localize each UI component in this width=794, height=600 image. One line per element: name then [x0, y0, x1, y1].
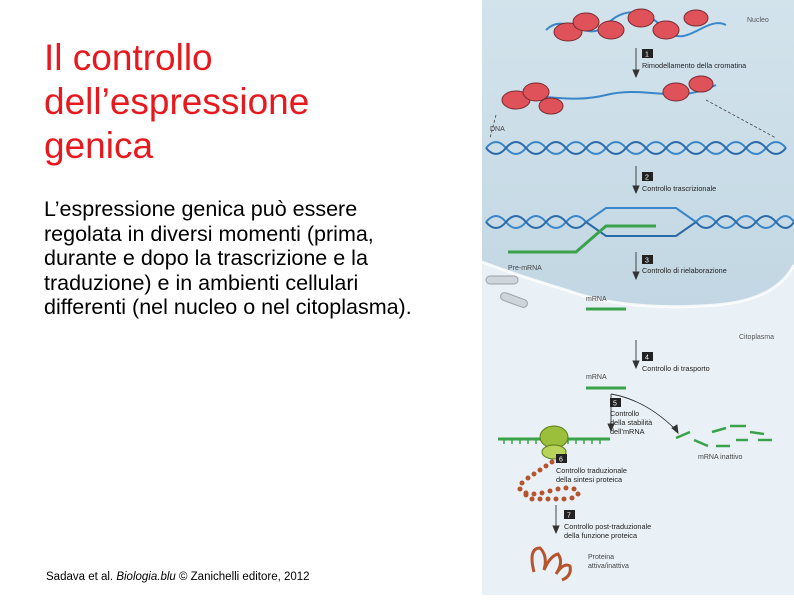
mrna-degraded-fragments — [675, 424, 772, 448]
step-1-label: Rimodellamento della cromatina — [642, 61, 747, 70]
intron-fragment-2 — [500, 292, 528, 308]
step-6-badge — [556, 454, 567, 463]
title-line-3: genica — [44, 125, 154, 166]
protein-label-line-2: attiva/inattiva — [588, 563, 629, 570]
step-5: 5 Controllo della stabilità dell’mRNA — [610, 398, 653, 436]
flow-arrows — [552, 48, 679, 535]
step-5-number: 5 — [613, 401, 617, 408]
step-2: 2 Controllo trascrizionale — [642, 172, 716, 193]
step-4-badge — [642, 352, 653, 361]
step-6: 6 Controllo traduzionale della sintesi p… — [556, 454, 627, 484]
step-1-badge — [642, 49, 653, 58]
zoom-line-right — [705, 99, 777, 139]
mrna-ticks — [503, 439, 601, 444]
step-3-number: 3 — [645, 258, 649, 265]
zoom-line-left — [489, 114, 497, 139]
slide-body-text: L’espressione genica può essere regolata… — [44, 197, 412, 319]
step-5-label-line-1: Controllo — [610, 409, 639, 418]
step-5-label-line-2: della stabilità — [610, 418, 653, 427]
slide-credit: Sadava et al. Biologia.blu © Zanichelli … — [46, 571, 310, 583]
step-7: 7 Controllo post-traduzionale della funz… — [564, 510, 651, 540]
step-6-label-line-1: Controllo traduzionale — [556, 466, 627, 475]
step-1-number: 1 — [645, 52, 649, 59]
step-2-number: 2 — [645, 175, 649, 182]
step-7-label-line-1: Controllo post-traduzionale — [564, 522, 651, 531]
credit-authors: Sadava et al. — [46, 571, 117, 583]
step-5-label-line-3: dell’mRNA — [610, 427, 645, 436]
dna-label: DNA — [490, 126, 505, 133]
step-7-badge — [564, 510, 575, 519]
step-4: 4 Controllo di trasporto — [642, 352, 710, 373]
step-7-label-line-2: della funzione proteica — [564, 531, 638, 540]
step-3-label: Controllo di rielaborazione — [642, 266, 727, 275]
nuclear-envelope — [481, 260, 794, 309]
title-line-2: dell’espressione — [44, 81, 310, 122]
credit-publisher: © Zanichelli editore, 2012 — [175, 571, 310, 583]
step-2-label: Controllo trascrizionale — [642, 184, 716, 193]
step-6-number: 6 — [559, 457, 563, 464]
folded-protein — [530, 546, 572, 582]
slide-title: Il controllo dell’espressione genica — [44, 36, 444, 168]
polypeptide-chain — [517, 459, 581, 502]
step-4-label: Controllo di trasporto — [642, 364, 710, 373]
intron-fragment-1 — [485, 275, 519, 285]
chromatin-strand-remodeled — [501, 75, 717, 115]
cytoplasm-label: Citoplasma — [739, 334, 774, 341]
credit-book-title: Biologia.blu — [116, 571, 176, 583]
pre-mrna-label: Pre-mRNA — [508, 265, 542, 272]
pre-mrna-strand — [508, 224, 656, 254]
inactive-mrna-label: mRNA inattivo — [698, 454, 742, 461]
step-2-badge — [642, 172, 653, 181]
chromatin-strand-top — [545, 8, 727, 42]
step-6-label-line-2: della sintesi proteica — [556, 475, 623, 484]
step-5-badge — [610, 398, 621, 407]
gene-expression-diagram: Nucleo Citoplasma DNA Pre-mRNA — [476, 0, 794, 595]
mrna-label-2: mRNA — [586, 374, 607, 381]
step-3-badge — [642, 255, 653, 264]
transcription-helix — [485, 207, 794, 237]
nucleus-label: Nucleo — [747, 17, 769, 24]
step-1: 1 Rimodellamento della cromatina — [642, 49, 747, 70]
title-line-1: Il controllo — [44, 37, 213, 78]
step-3: 3 Controllo di rielaborazione — [642, 255, 727, 275]
step-4-number: 4 — [645, 355, 649, 362]
protein-label-line-1: Proteina — [588, 554, 614, 561]
dna-helix — [485, 141, 787, 155]
step-7-number: 7 — [567, 513, 571, 520]
mrna-label-1: mRNA — [586, 296, 607, 303]
